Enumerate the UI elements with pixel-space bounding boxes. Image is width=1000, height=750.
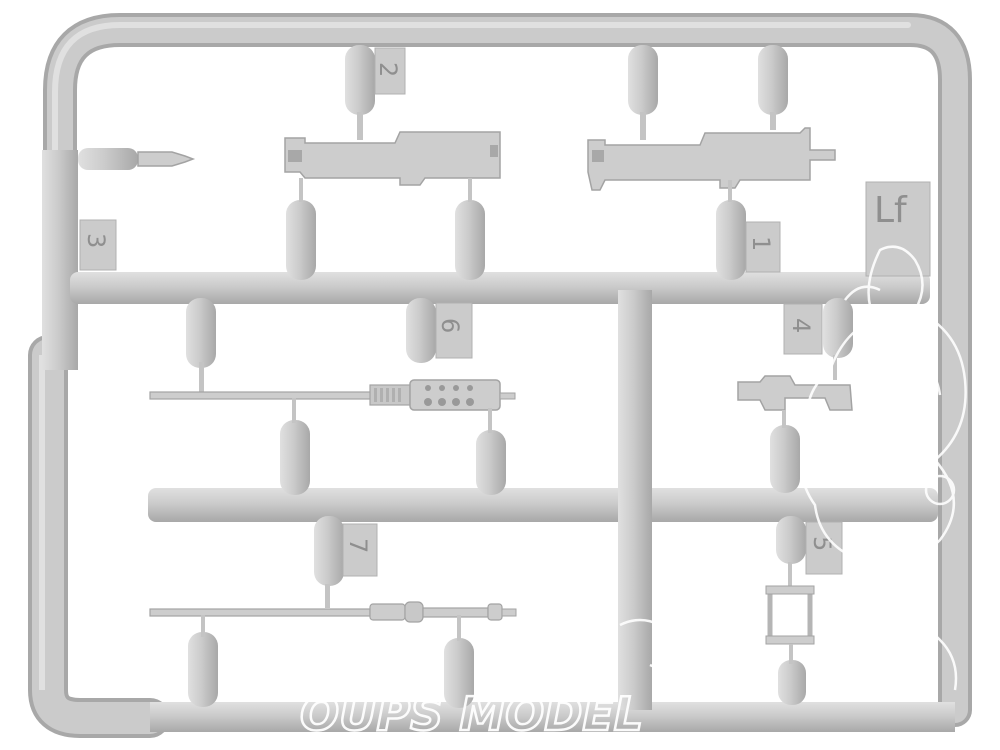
outer-frame — [28, 13, 972, 738]
part-barrel — [149, 584, 517, 641]
svg-text:1: 1 — [747, 236, 775, 251]
part-receiver-left — [284, 112, 501, 202]
svg-text:2: 2 — [374, 62, 402, 77]
watermark: OUPS MODEL — [299, 245, 967, 742]
svg-text:OUPS MODEL: OUPS MODEL — [300, 687, 643, 741]
part-barrel-jacket — [149, 362, 516, 433]
vertical-runner — [618, 290, 652, 710]
tag-part-4: 4 — [783, 303, 823, 355]
svg-text:6: 6 — [436, 318, 464, 333]
part-receiver-right — [587, 112, 836, 202]
part-mount — [737, 355, 853, 428]
horizontal-runners — [70, 272, 938, 522]
part-cartridge — [137, 151, 196, 167]
sprue-gates — [78, 45, 853, 708]
tag-part-3: 3 — [79, 219, 117, 271]
tag-part-6: 6 — [435, 302, 473, 359]
watermark-mascot-icon — [559, 245, 967, 691]
svg-text:7: 7 — [344, 538, 372, 553]
part-small-frame — [765, 562, 815, 664]
svg-text:3: 3 — [82, 233, 110, 248]
svg-text:4: 4 — [787, 318, 815, 333]
tag-part-7: 7 — [342, 523, 378, 577]
tag-part-2: 2 — [374, 47, 406, 95]
svg-text:Lf: Lf — [874, 190, 908, 231]
tag-part-1: 1 — [745, 221, 781, 273]
